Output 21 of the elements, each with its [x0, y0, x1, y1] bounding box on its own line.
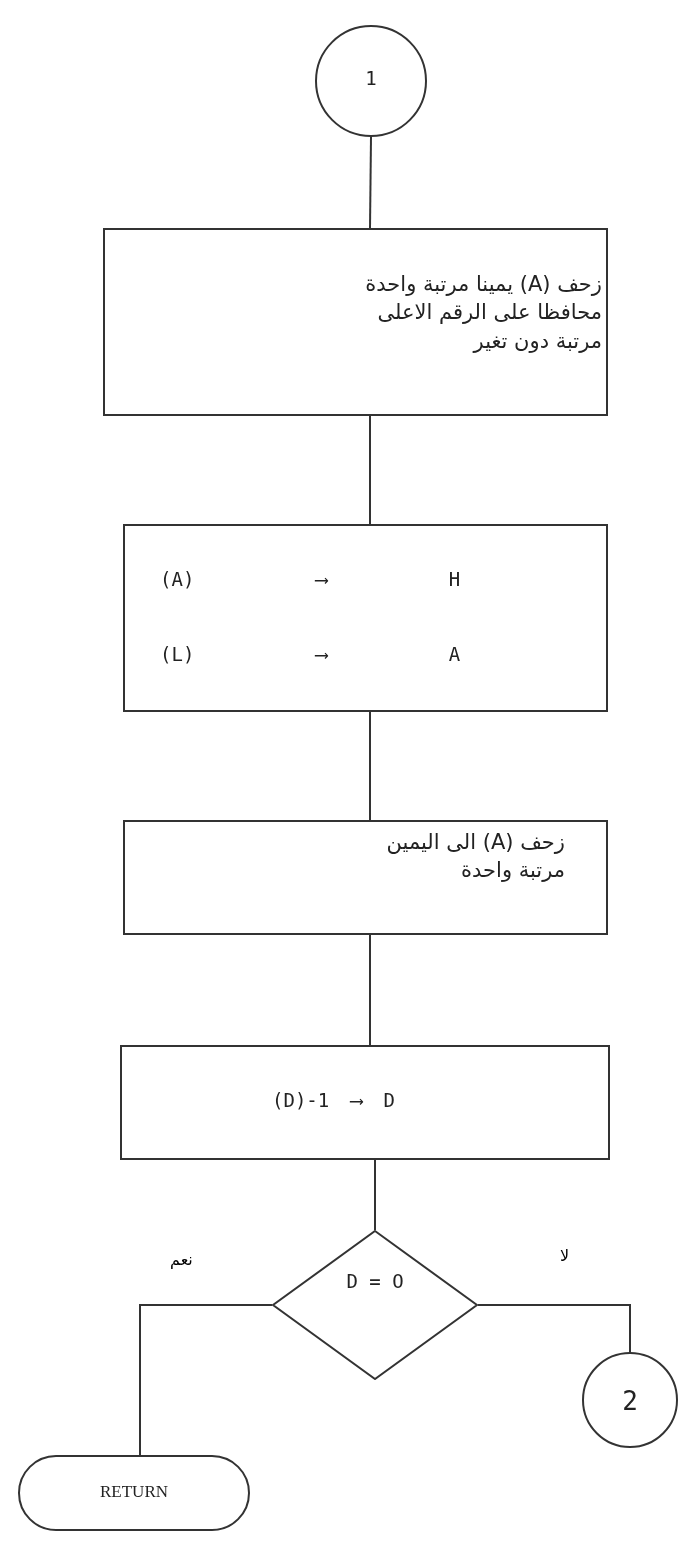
connector-line	[369, 711, 371, 821]
process-box	[123, 524, 608, 712]
node-label: RETURN	[99, 1482, 169, 1502]
instruction-text: زحف (A) يمينا مرتبة واحدة محافظا على الرقم الاعلى مرتبة دون تغير	[364, 271, 602, 355]
connector-line	[374, 1159, 376, 1231]
connector-line	[477, 1304, 631, 1353]
process-box	[120, 1045, 610, 1160]
node-label: 2	[621, 1386, 639, 1416]
connector-line	[369, 415, 371, 525]
process-box	[103, 228, 608, 416]
decision-diamond	[272, 1230, 478, 1380]
instruction-text: زحف (A) الى اليمين مرتبة واحدة	[385, 829, 565, 885]
node-label: D = O	[345, 1270, 405, 1292]
process-box	[123, 820, 608, 935]
connector-line	[369, 934, 371, 1046]
connector-line	[139, 1304, 273, 1456]
node-label: (A) ⟶ H	[160, 568, 461, 590]
connector-line	[369, 136, 372, 229]
node-label: 1	[364, 67, 378, 89]
node-label: (D)-1 ⟶ D	[272, 1089, 395, 1111]
node-label: (L) ⟶ A	[160, 643, 461, 665]
